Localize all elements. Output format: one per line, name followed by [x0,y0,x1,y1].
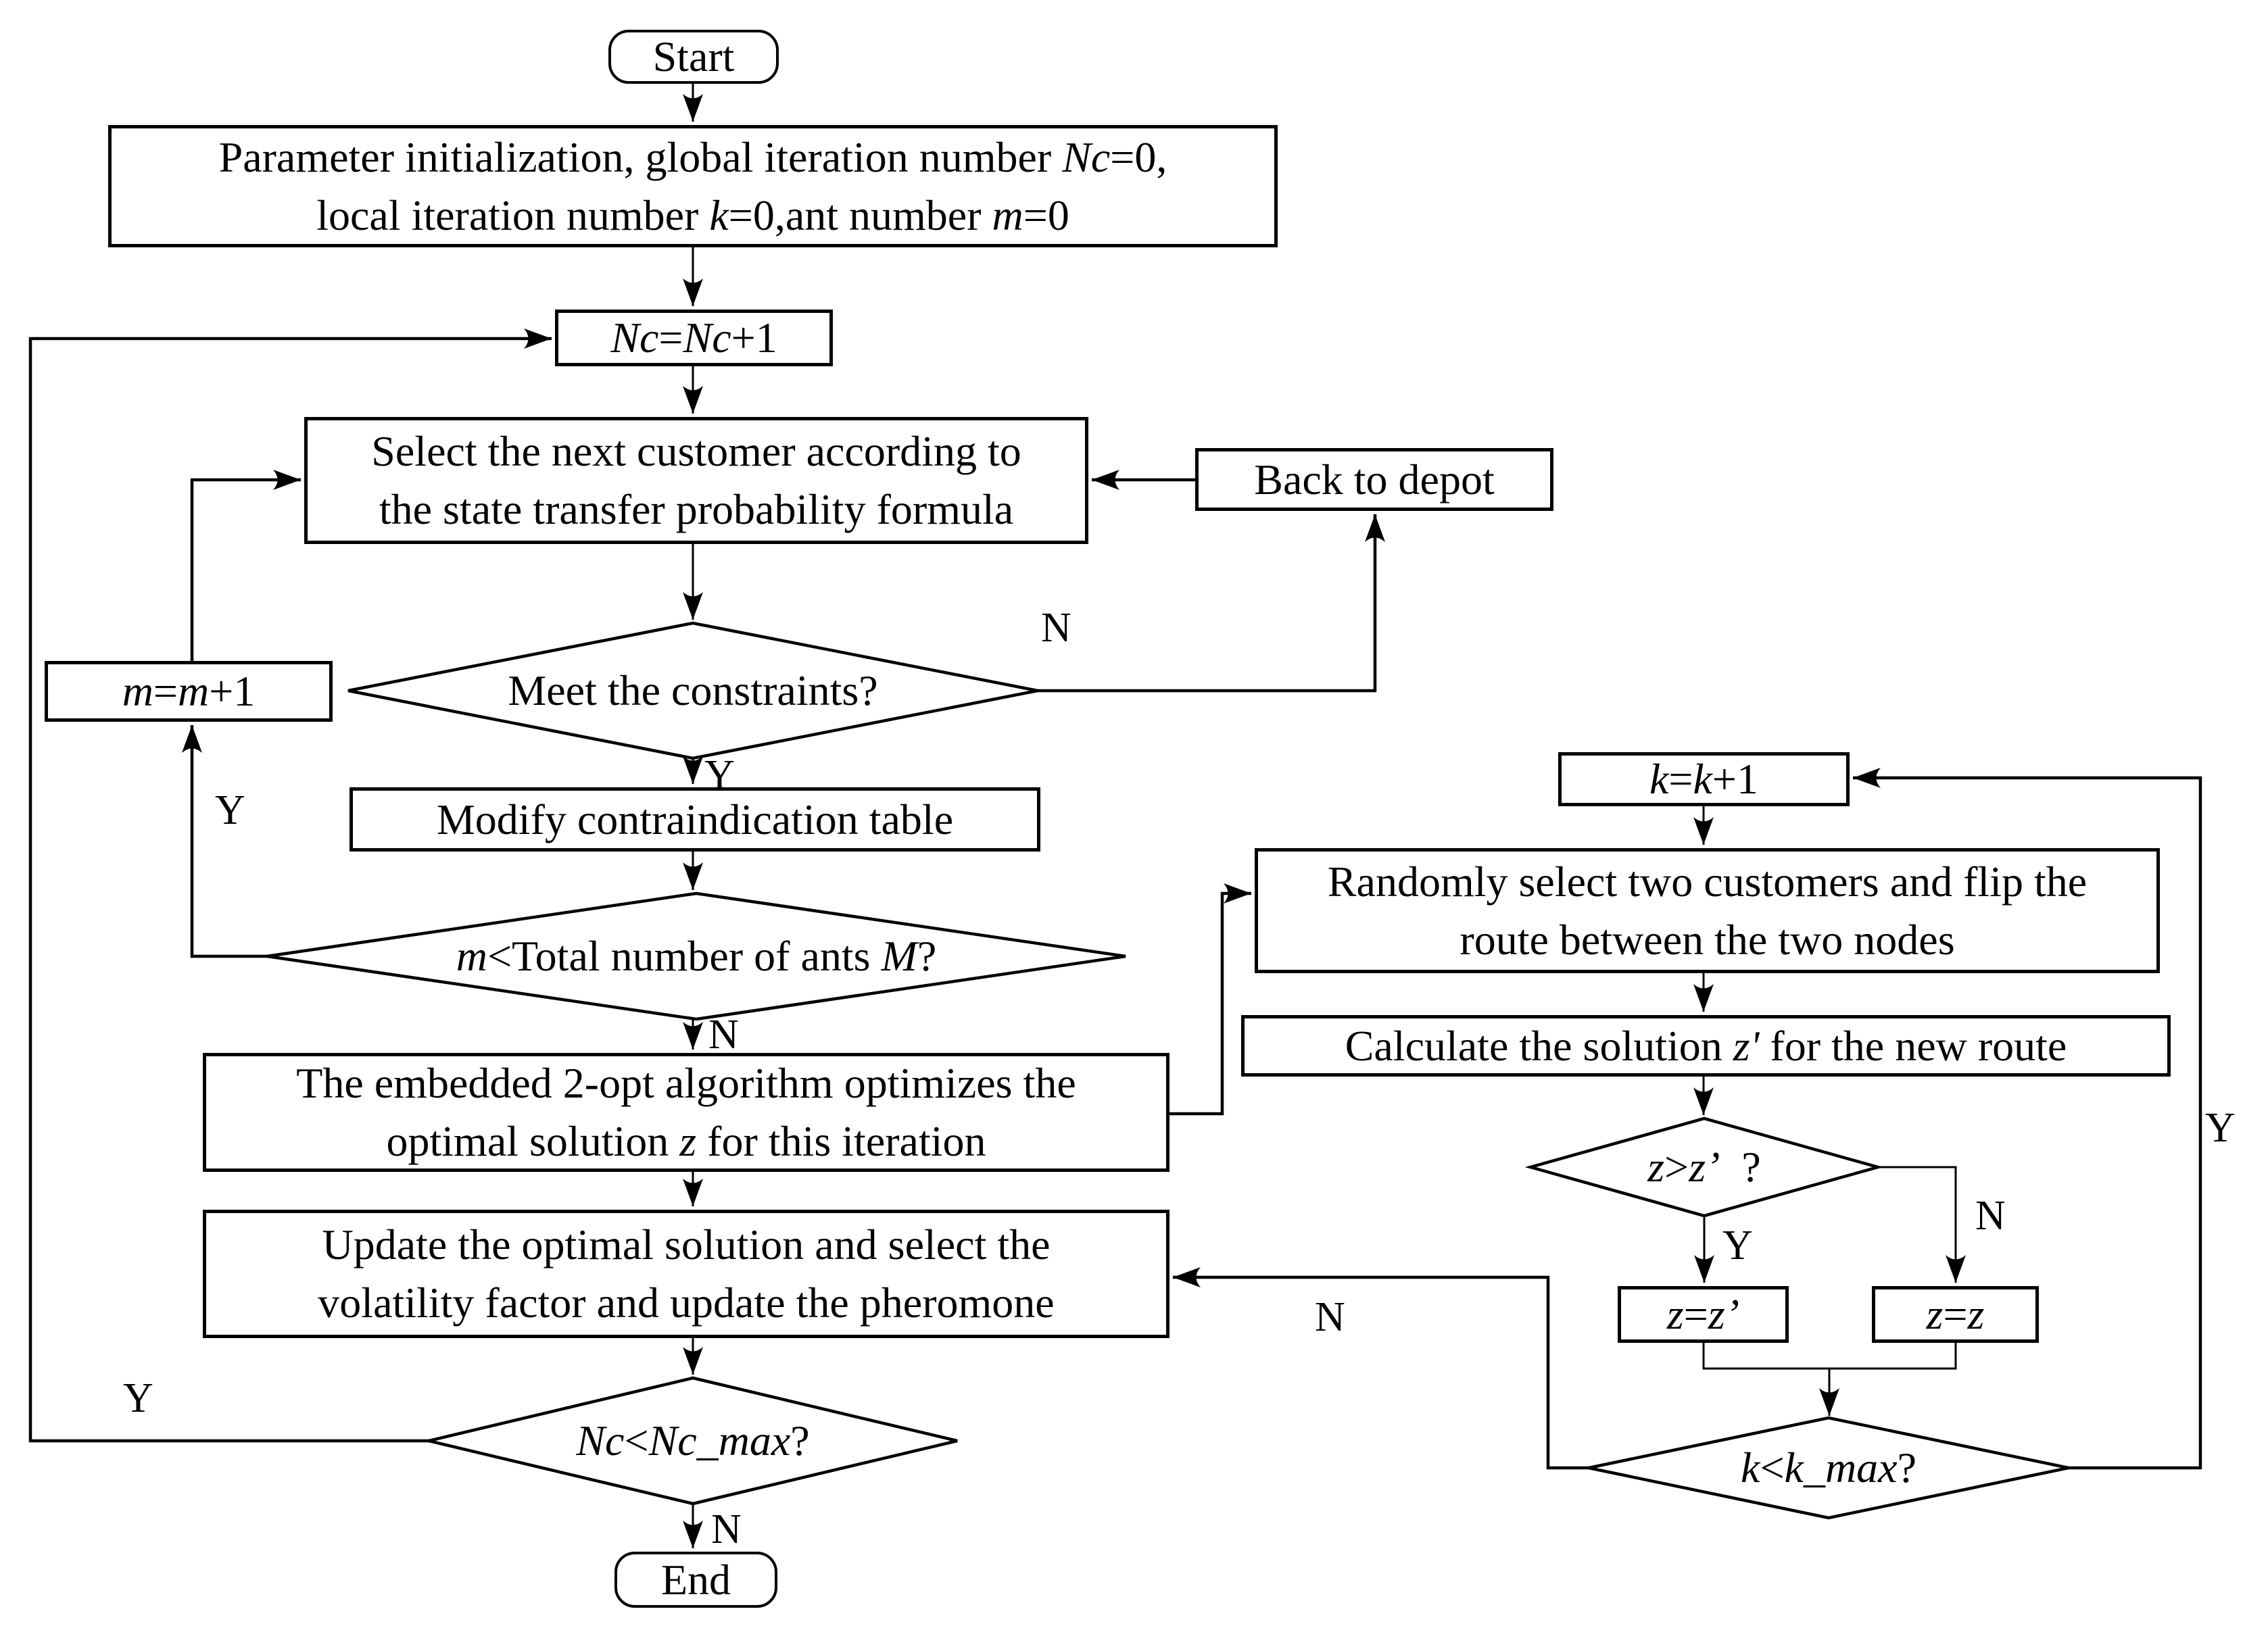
node-nc-increment: Nc=Nc+1 [555,310,833,366]
node-start: Start [608,30,779,84]
node-randomly-select-customers-line2: route between the two nodes [1459,915,1955,964]
node-m-increment: m=m+1 [45,661,333,722]
decision-z-compare-label: z>z’ ? [1530,1118,1878,1216]
edge-opt2-to-random [1169,883,1251,1116]
edge-ants-yes-to-minc [182,725,267,958]
edge-z-merge [1702,1343,1957,1370]
edge-meet-no-to-back [1038,514,1385,693]
node-m-increment-label: m=m+1 [122,667,256,715]
node-back-to-depot: Back to depot [1195,448,1553,511]
decision-ncmax-shape [428,1376,958,1506]
edge-zcmp-no-to-zkeep [1878,1166,1966,1283]
label-yes-ncmax: Y [123,1375,153,1421]
decision-ncmax-label: Nc<Nc_max? [429,1378,957,1504]
decision-meet-constraints-label: Meet the constraints? [348,623,1038,758]
label-no-kmax: N [1315,1294,1345,1340]
node-randomly-select-customers-line1: Randomly select two customers and flip t… [1327,857,2088,906]
label-no-z-compare: N [1975,1193,2006,1239]
decision-kmax-text: k<k_max? [1741,1444,1916,1492]
label-yes-meet-constraints: Y [704,752,735,798]
node-calculate-new-solution: Calculate the solution z' for the new ro… [1241,1015,2171,1077]
node-end: End [614,1552,777,1608]
node-randomly-select-customers: Randomly select two customers and flip t… [1255,848,2160,973]
node-parameter-initialization-line1: Parameter initialization, global iterati… [218,132,1167,181]
label-no-total-ants: N [708,1012,739,1058]
decision-z-compare-text: z>z’ ? [1647,1143,1761,1191]
node-back-to-depot-label: Back to depot [1254,455,1495,503]
node-update-optimal-solution-line1: Update the optimal solution and select t… [322,1221,1051,1268]
node-z-set-new-label: z=z’ [1666,1290,1740,1338]
node-parameter-initialization-line2: local iteration number k=0,ant number m=… [316,191,1069,239]
node-select-next-customer: Select the next customer according to th… [304,417,1088,544]
node-z-keep-label: z=z [1926,1290,1985,1338]
decision-meet-constraints-text: Meet the constraints? [508,666,878,714]
label-no-meet-constraints: N [1041,605,1071,651]
node-z-keep: z=z [1872,1286,2039,1343]
node-embedded-2opt-line2: optimal solution z for this iteration [386,1117,986,1165]
node-z-set-new: z=z’ [1618,1286,1789,1343]
node-update-optimal-solution: Update the optimal solution and select t… [203,1210,1169,1338]
node-modify-contraindication-table: Modify contraindication table [349,787,1040,852]
label-yes-total-ants: Y [215,787,245,833]
decision-total-ants-shape [266,891,1126,1021]
node-select-next-customer-line1: Select the next customer according to [371,427,1021,475]
decision-total-ants-text: m<Total number of ants M? [456,932,937,980]
node-parameter-initialization: Parameter initialization, global iterati… [108,125,1278,247]
decision-z-compare-shape [1524,1116,1884,1218]
decision-kmax-label: k<k_max? [1589,1418,2069,1518]
label-yes-z-compare: Y [1722,1223,1753,1268]
edge-kmax-no-to-update [1173,1267,1589,1470]
node-start-label: Start [652,32,735,80]
label-yes-kmax: Y [2205,1105,2236,1151]
node-modify-contraindication-table-label: Modify contraindication table [436,795,954,843]
edge-kmax-yes-to-kinc [1853,768,2202,1470]
node-k-increment: k=k+1 [1558,752,1850,806]
node-select-next-customer-line2: the state transfer probability formula [379,485,1014,533]
edge-ncmax-yes-to-ncinc [28,328,552,1443]
node-embedded-2opt-line1: The embedded 2-opt algorithm optimizes t… [296,1059,1076,1107]
node-k-increment-label: k=k+1 [1649,755,1758,803]
node-nc-increment-label: Nc=Nc+1 [610,314,777,362]
edge-minc-to-select [190,470,301,661]
node-update-optimal-solution-line2: volatility factor and update the pheromo… [318,1279,1055,1327]
node-embedded-2opt: The embedded 2-opt algorithm optimizes t… [203,1053,1169,1172]
decision-ncmax-text: Nc<Nc_max? [576,1416,810,1464]
decision-meet-constraints-shape [347,621,1038,760]
decision-kmax-shape [1588,1416,2069,1520]
node-calculate-new-solution-label: Calculate the solution z' for the new ro… [1345,1021,2067,1070]
label-no-ncmax: N [711,1506,742,1552]
decision-total-ants-label: m<Total number of ants M? [267,893,1126,1019]
node-end-label: End [660,1555,731,1604]
